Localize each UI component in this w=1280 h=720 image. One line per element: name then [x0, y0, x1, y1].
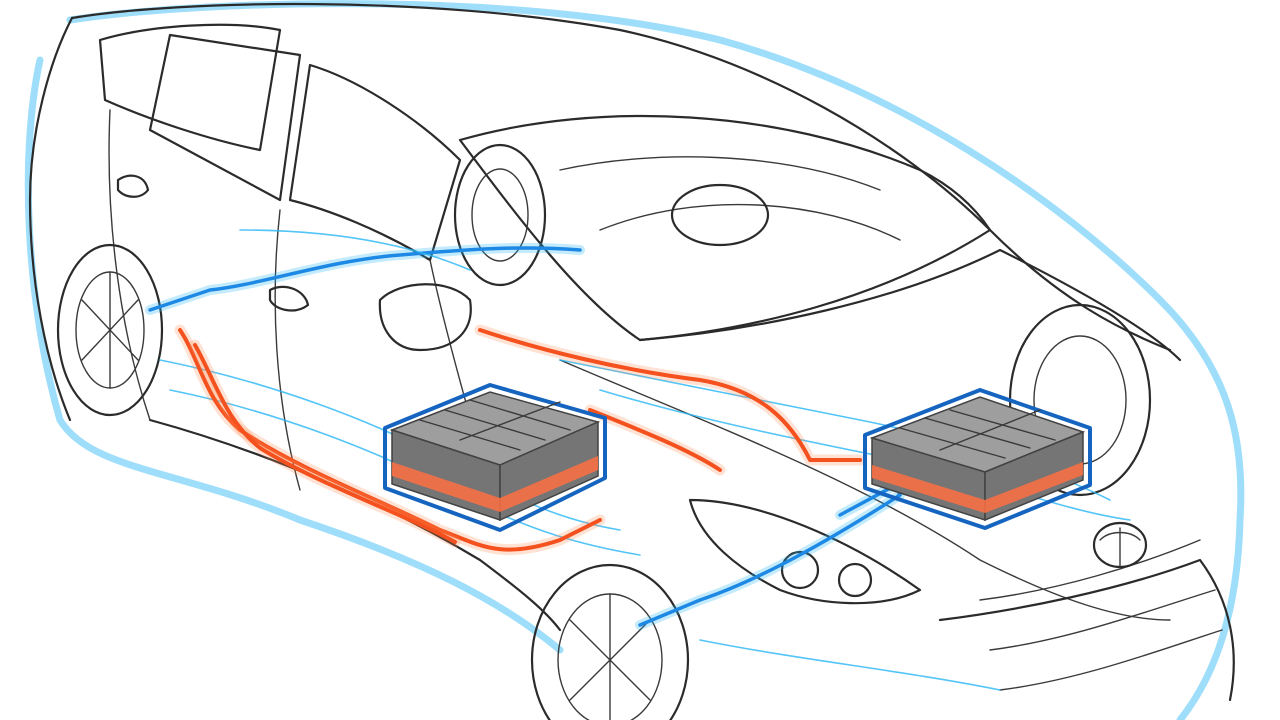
windshield: [458, 114, 992, 342]
battery-frame-1: [383, 383, 607, 532]
steering-wheel: [670, 183, 770, 247]
battery-band-1: [392, 456, 598, 512]
grille-line-1: [979, 539, 1201, 601]
battery-cells-2: [899, 409, 1056, 459]
side-window-front: [288, 63, 462, 262]
body-glow-path: [24, 0, 1245, 720]
headlight: [688, 498, 922, 605]
blue-circuit: [145, 229, 1131, 691]
orange-line-mid: [478, 328, 862, 462]
hood-edge: [638, 248, 1182, 362]
side-mirror: [378, 283, 472, 352]
hood-crease: [559, 359, 1171, 621]
battery-pack-icon: [863, 388, 1092, 530]
side-window-rear: [148, 33, 302, 202]
battery-frame-2: [863, 388, 1092, 530]
wheel-rear: [56, 243, 164, 417]
grille-line-3: [999, 629, 1223, 691]
door-line-front: [274, 209, 301, 491]
rear-window: [98, 23, 282, 152]
wheel-icon: [453, 143, 547, 287]
headlight-lens-1: [780, 550, 820, 590]
wire-5: [699, 639, 1001, 691]
car-body: [28, 2, 1235, 702]
battery-pack-center: [383, 383, 607, 532]
blue-line-front: [638, 493, 902, 627]
orange-line-rear: [178, 328, 602, 552]
battery-pack-icon: [383, 383, 607, 532]
orange-circuit: [174, 324, 866, 556]
rear-door-handle: [116, 174, 150, 198]
dashboard: [559, 156, 901, 241]
wheel-icon: [530, 563, 690, 720]
battery-cells-1: [419, 399, 571, 451]
front-door-handle: [268, 285, 310, 312]
wheel-icon: [56, 243, 164, 417]
orange-line-rear-2: [193, 343, 457, 544]
car-emblem-icon: [1092, 521, 1148, 569]
roof-line: [70, 2, 1172, 352]
battery-pack-front: [863, 388, 1092, 530]
wheel-rear-far: [453, 143, 547, 287]
headlight-lens-2: [837, 562, 873, 598]
lower-sill: [148, 418, 562, 632]
wire-6: [239, 229, 471, 271]
body-outline-glow: [24, 0, 1245, 720]
grille-line-2: [989, 589, 1216, 651]
orange-line-link: [588, 408, 722, 472]
blue-line-main: [148, 246, 582, 312]
rear-profile: [28, 16, 74, 422]
wheel-front-left: [530, 563, 690, 720]
battery-band-2: [872, 462, 1083, 513]
front-bumper: [938, 558, 1235, 702]
